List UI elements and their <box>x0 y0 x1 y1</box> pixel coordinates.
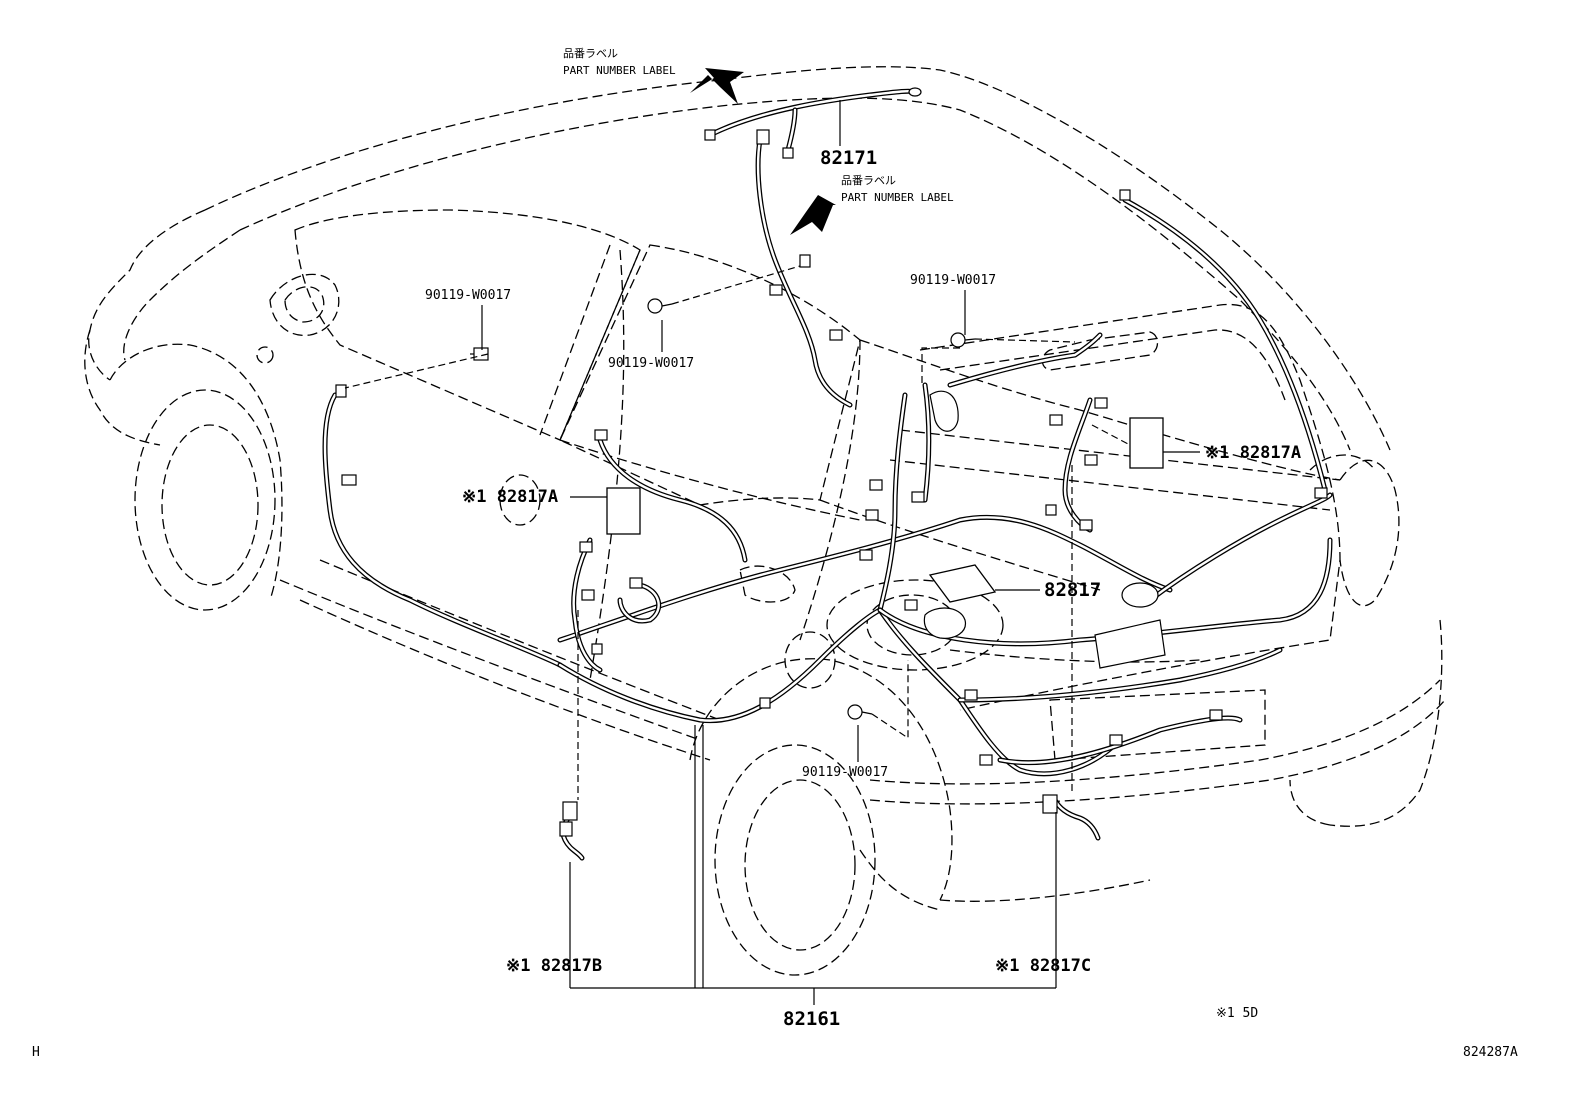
part-number-bolt-bottom: 90119-W0017 <box>802 765 888 780</box>
leader-lines <box>344 100 1200 1005</box>
car-body-outline <box>84 66 1446 976</box>
arrow-top-icon <box>690 68 744 104</box>
bolt-center-icon <box>647 298 673 314</box>
text-labels: 品番ラベル PART NUMBER LABEL 82171 品番ラベル PART… <box>32 47 1518 1060</box>
label-82817a-left <box>606 487 641 535</box>
part-number-82171: 82171 <box>820 147 877 169</box>
part-number-82817c: ※1 82817C <box>995 956 1091 976</box>
part-number-bolt-left: 90119-W0017 <box>425 288 511 303</box>
bolt-bottom-icon <box>847 704 873 720</box>
part-label-top-en: PART NUMBER LABEL <box>563 64 676 77</box>
label-82817a-right <box>1129 417 1164 469</box>
part-number-82817b: ※1 82817B <box>506 956 602 976</box>
corner-letter: H <box>32 1045 40 1060</box>
part-label-mid-en: PART NUMBER LABEL <box>841 191 954 204</box>
lower-left-harness-82817b <box>559 801 585 861</box>
part-number-82161: 82161 <box>783 1008 840 1030</box>
diagram-id: 824287A <box>1463 1045 1518 1060</box>
roof-harness-82171 <box>704 87 922 408</box>
part-number-82817a-right: ※1 82817A <box>1205 443 1301 463</box>
label-82817 <box>928 564 997 603</box>
footnote: ※1 5D <box>1216 1006 1258 1021</box>
connectors <box>335 189 1328 766</box>
bolt-right-icon <box>950 332 976 348</box>
part-number-82817a-left: ※1 82817A <box>462 487 558 507</box>
part-label-mid-jp: 品番ラベル <box>841 174 896 187</box>
part-number-82817: 82817 <box>1044 579 1101 601</box>
part-number-bolt-right: 90119-W0017 <box>910 273 996 288</box>
lower-right-harness-82817c <box>1042 794 1101 841</box>
part-number-bolt-center: 90119-W0017 <box>608 356 694 371</box>
part-label-top-jp: 品番ラベル <box>563 47 618 60</box>
arrow-mid-icon <box>790 195 836 235</box>
